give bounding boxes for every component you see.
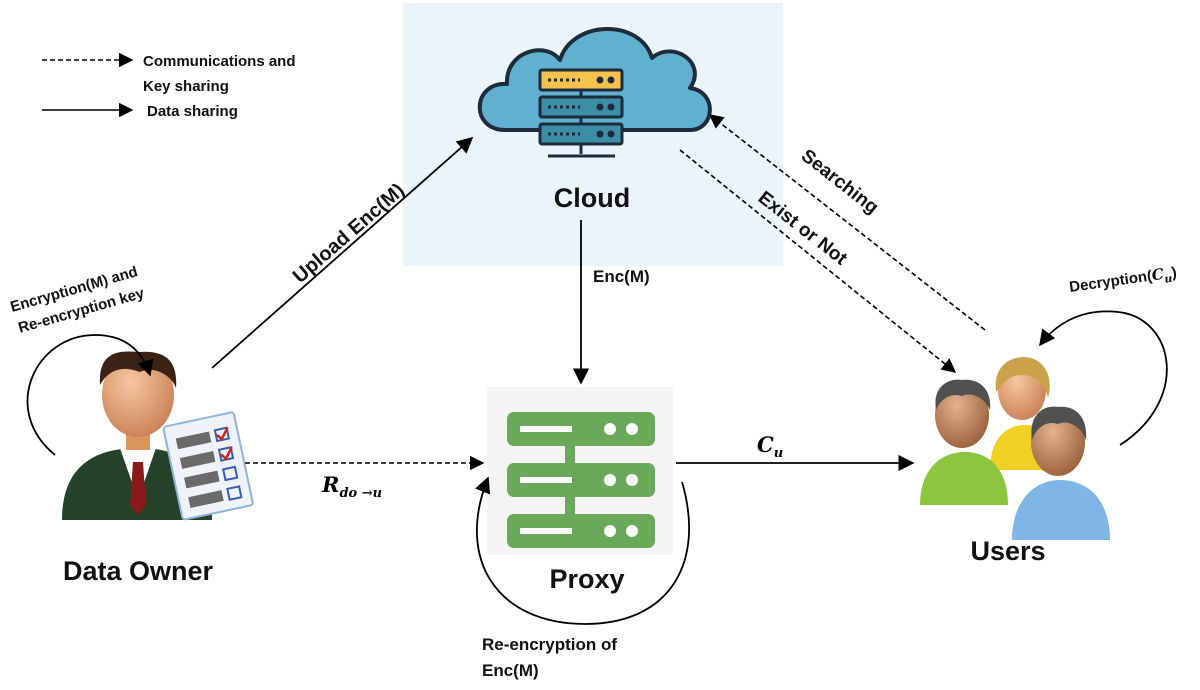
data-owner-node: Data Owner [62,351,254,586]
proxy-server-icon [507,412,655,548]
proxy-loop-arrow [475,476,690,625]
proxy-loop: Re-encryption of Enc(M) [475,476,690,680]
data-owner-icon [62,351,254,521]
cloud-to-proxy-label: Enc(M) [593,267,650,286]
legend: Communications and Key sharing Data shar… [42,52,296,120]
data-owner-label: Data Owner [63,556,214,586]
users-loop-label: Decryption(Cu) [1068,263,1178,299]
users-group-icon [920,357,1110,540]
users-loop-arrow [1039,310,1168,446]
owner-loop-arrow [26,334,154,456]
cloud-label: Cloud [554,183,630,213]
proxy-to-users-label: Cu [757,432,783,461]
upload-arrow [211,136,474,369]
owner-to-proxy-label: Rdo →u [321,472,382,501]
legend-dashed-label-1: Communications and [143,53,296,70]
exist-or-not-arrow [679,149,957,373]
users-node: Users [920,357,1110,566]
proxy-label: Proxy [549,564,624,594]
searching-label: Searching [797,145,882,218]
users-label: Users [970,536,1045,566]
legend-solid-label: Data sharing [147,103,238,120]
cloud-node: Cloud [403,3,783,266]
server-rack-icon [538,68,624,158]
proxy-loop-label-2: Enc(M) [482,661,539,680]
proxy-loop-label-1: Re-encryption of [482,635,617,654]
legend-dashed-label-2: Key sharing [143,78,229,95]
upload-label: Upload Enc(M) [289,179,409,287]
searching-arrow [708,114,986,331]
proxy-node: Proxy [487,387,673,594]
